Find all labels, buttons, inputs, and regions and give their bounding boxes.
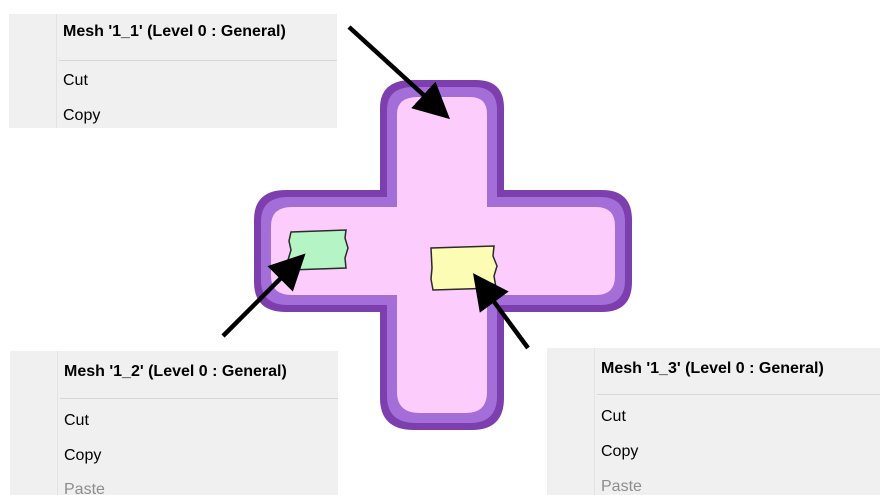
menu-item-cut[interactable]: Cut bbox=[64, 412, 89, 429]
menu-item-copy[interactable]: Copy bbox=[64, 447, 102, 464]
menu-header: Mesh '1_3' (Level 0 : General) bbox=[601, 360, 824, 377]
menu-header: Mesh '1_1' (Level 0 : General) bbox=[63, 23, 286, 40]
menu-separator bbox=[59, 60, 337, 61]
mesh-1-3-yellow[interactable] bbox=[430, 245, 498, 291]
menu-separator bbox=[597, 394, 880, 395]
context-menu-mesh-1-3: Mesh '1_3' (Level 0 : General) Cut Copy … bbox=[547, 348, 880, 495]
arrow-to-mesh-1-3 bbox=[473, 273, 530, 350]
context-menu-mesh-1-2: Mesh '1_2' (Level 0 : General) Cut Copy … bbox=[10, 351, 338, 495]
menu-separator bbox=[60, 398, 338, 399]
arrow-to-mesh-1-1 bbox=[347, 25, 450, 120]
menu-item-paste[interactable]: Paste bbox=[64, 481, 105, 495]
menu-item-copy[interactable]: Copy bbox=[601, 443, 639, 460]
arrow-to-mesh-1-2 bbox=[221, 253, 306, 338]
menu-icon-gutter bbox=[9, 14, 57, 128]
menu-item-cut[interactable]: Cut bbox=[601, 408, 626, 425]
menu-item-cut[interactable]: Cut bbox=[63, 72, 88, 89]
context-menu-mesh-1-1: Mesh '1_1' (Level 0 : General) Cut Copy bbox=[9, 14, 337, 128]
menu-item-paste[interactable]: Paste bbox=[601, 478, 642, 495]
menu-item-copy[interactable]: Copy bbox=[63, 107, 101, 124]
menu-icon-gutter bbox=[547, 348, 595, 495]
menu-header: Mesh '1_2' (Level 0 : General) bbox=[64, 363, 287, 380]
menu-icon-gutter bbox=[10, 351, 58, 495]
